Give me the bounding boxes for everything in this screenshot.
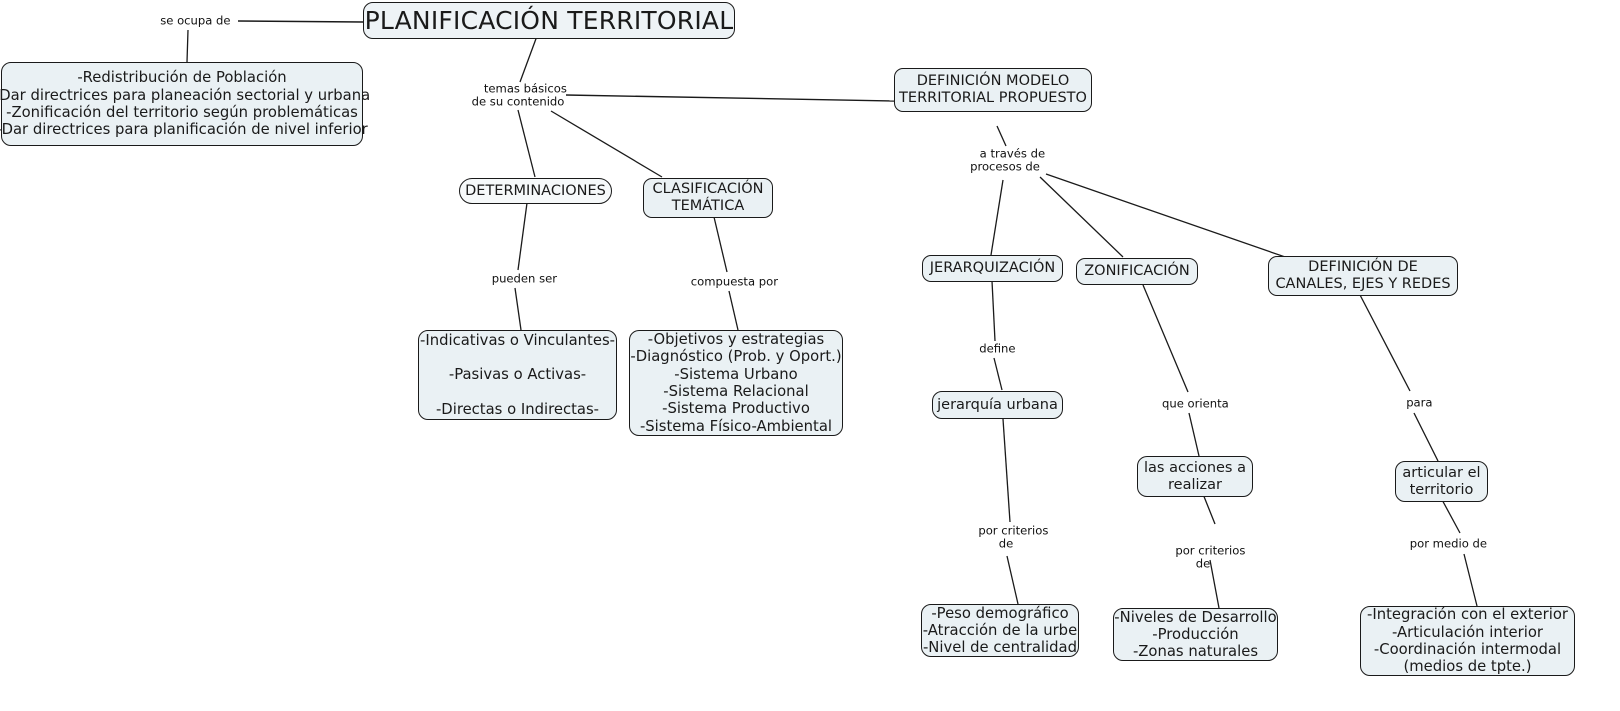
link-label-define: define — [964, 328, 1015, 369]
node-criterios-jerarquia-urbana[interactable]: -Peso demográfico -Atracción de la urbe … — [921, 604, 1079, 657]
link-label-se-ocupa-de-text: se ocupa de — [160, 13, 231, 28]
node-canales-label: DEFINICIÓN DE CANALES, EJES Y REDES — [1275, 259, 1451, 292]
edge-root-to-se-ocupa-de — [237, 20, 364, 23]
link-label-a-traves-de-procesos-de: a través de procesos de — [965, 134, 1045, 189]
node-determinaciones-tipos-label: -Indicativas o Vinculantes- -Pasivas o A… — [419, 331, 615, 418]
node-clasificacion-items[interactable]: -Objetivos y estrategias -Diagnóstico (P… — [629, 330, 843, 436]
node-modelo-label: DEFINICIÓN MODELO TERRITORIAL PROPUESTO — [899, 73, 1087, 106]
node-jerarquia-urbana[interactable]: jerarquía urbana — [932, 391, 1063, 419]
node-criterios-zonificacion-label: -Niveles de Desarrollo -Producción -Zona… — [1114, 608, 1277, 661]
link-label-para: para — [1391, 382, 1432, 423]
node-articular-el-territorio[interactable]: articular el territorio — [1395, 461, 1488, 502]
link-label-por-criterios-de-1-text: por criterios de — [978, 523, 1049, 551]
edge-temas-to-clasificacion — [550, 110, 663, 178]
node-determinaciones[interactable]: DETERMINACIONES — [459, 178, 612, 204]
node-determinaciones-label: DETERMINACIONES — [465, 182, 606, 199]
edge-temas-to-modelo — [565, 94, 895, 102]
edge-a-traves-to-jerarquizacion — [990, 179, 1004, 256]
node-jerarquizacion[interactable]: JERARQUIZACIÓN — [922, 255, 1063, 282]
edge-acciones-to-criterios2 — [1202, 493, 1216, 525]
node-medios-articulacion[interactable]: -Integración con el exterior -Articulaci… — [1360, 606, 1575, 676]
node-clasificacion-items-label: -Objetivos y estrategias -Diagnóstico (P… — [630, 331, 842, 435]
edge-zonificacion-to-que-orienta — [1142, 284, 1189, 393]
link-label-temas-basicos: temas básicos de su contenido — [469, 69, 567, 124]
node-zonificacion-label: ZONIFICACIÓN — [1084, 263, 1190, 280]
link-label-que-orienta-text: que orienta — [1162, 396, 1229, 411]
node-definicion-modelo-territorial[interactable]: DEFINICIÓN MODELO TERRITORIAL PROPUESTO — [894, 68, 1092, 112]
link-label-define-text: define — [979, 341, 1016, 356]
node-definicion-canales-ejes-redes[interactable]: DEFINICIÓN DE CANALES, EJES Y REDES — [1268, 256, 1458, 296]
link-label-compuesta-por-text: compuesta por — [690, 274, 778, 289]
node-acciones-a-realizar[interactable]: las acciones a realizar — [1137, 456, 1253, 497]
link-label-compuesta-por: compuesta por — [676, 261, 778, 302]
node-funciones-label: -Redistribución de Población -Dar direct… — [0, 69, 371, 139]
edge-a-traves-to-canales — [1045, 173, 1289, 259]
edge-canales-to-para — [1358, 292, 1411, 392]
node-jerarquizacion-label: JERARQUIZACIÓN — [929, 260, 1056, 277]
node-criterios-zonificacion[interactable]: -Niveles de Desarrollo -Producción -Zona… — [1113, 608, 1278, 661]
node-zonificacion[interactable]: ZONIFICACIÓN — [1076, 258, 1198, 285]
link-label-pueden-ser-text: pueden ser — [491, 271, 558, 286]
node-jerarquia-urbana-label: jerarquía urbana — [937, 396, 1058, 413]
node-clasificacion-label: CLASIFICACIÓN TEMÁTICA — [652, 181, 764, 214]
link-label-por-criterios-de-zonificacion: por criterios de — [1161, 531, 1246, 586]
node-funciones-planificacion[interactable]: -Redistribución de Población -Dar direct… — [0, 62, 370, 146]
node-determinaciones-tipos[interactable]: -Indicativas o Vinculantes- -Pasivas o A… — [418, 330, 617, 420]
link-label-por-criterios-de-jerarquia: por criterios de — [964, 511, 1049, 566]
link-label-por-medio-de: por medio de — [1395, 523, 1487, 564]
node-clasificacion-tematica[interactable]: CLASIFICACIÓN TEMÁTICA — [643, 178, 773, 218]
link-label-se-ocupa-de: se ocupa de — [145, 0, 230, 41]
node-articular-label: articular el territorio — [1402, 464, 1481, 498]
edge-a-traves-to-zonificacion — [1039, 176, 1124, 258]
node-root-label: PLANIFICACIÓN TERRITORIAL — [364, 5, 734, 35]
link-label-para-text: para — [1406, 395, 1433, 410]
link-label-a-traves-de-text: a través de procesos de — [970, 146, 1046, 174]
node-criterios-jerarquia-label: -Peso demográfico -Atracción de la urbe … — [922, 604, 1078, 657]
link-label-temas-basicos-text: temas básicos de su contenido — [471, 81, 567, 109]
link-label-por-criterios-de-2-text: por criterios de — [1175, 543, 1246, 571]
link-label-por-medio-de-text: por medio de — [1409, 536, 1487, 551]
node-medios-label: -Integración con el exterior -Articulaci… — [1367, 606, 1568, 676]
edge-jerarquia-urbana-to-criterios — [1002, 418, 1011, 523]
link-label-pueden-ser: pueden ser — [477, 258, 557, 299]
node-acciones-label: las acciones a realizar — [1144, 459, 1246, 493]
link-label-que-orienta: que orienta — [1147, 383, 1229, 424]
node-root-planificacion-territorial[interactable]: PLANIFICACIÓN TERRITORIAL — [363, 2, 735, 39]
